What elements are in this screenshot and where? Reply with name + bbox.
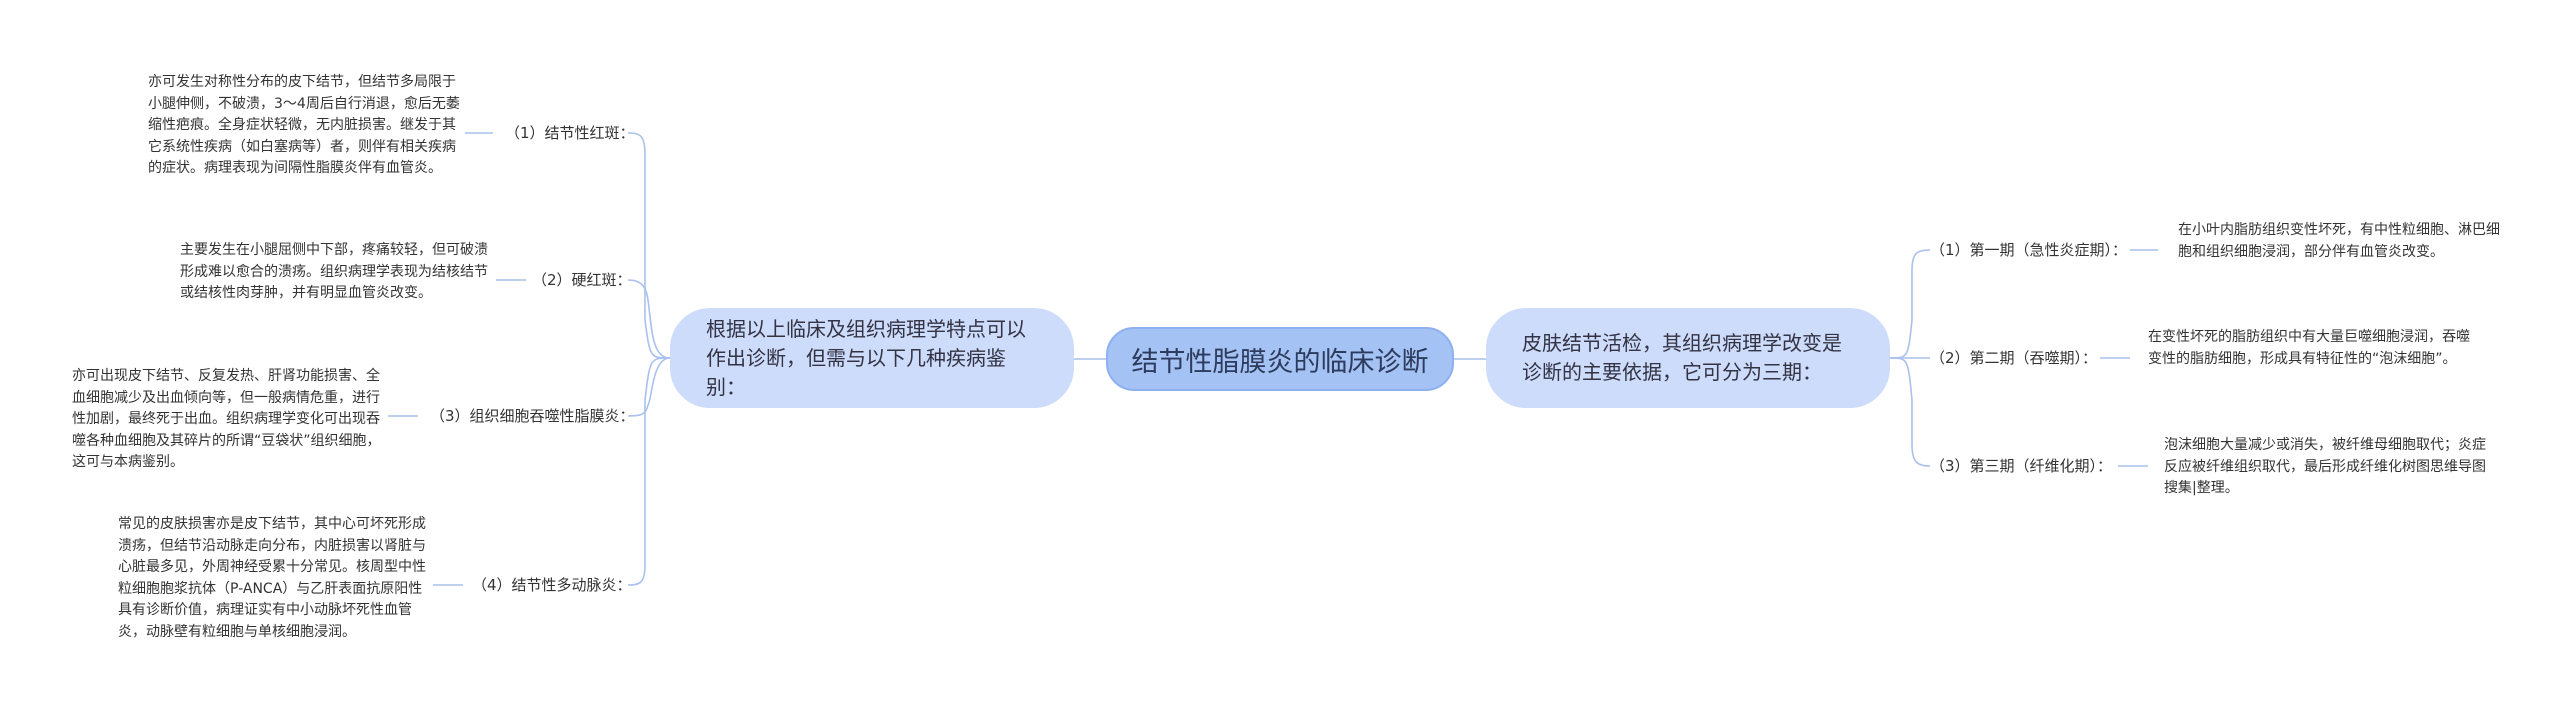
right-item-3-label[interactable]: （3）第三期（纤维化期）： [1930, 457, 2113, 475]
right-item-1-desc: 在小叶内脂肪组织变性坏死，有中性粒细胞、淋巴细胞和组织细胞浸润，部分伴有血管炎改… [2178, 222, 2500, 260]
left-item-2-label[interactable]: （2）硬红斑： [532, 271, 632, 289]
right-item-2-desc: 在变性坏死的脂肪组织中有大量巨噬细胞浸润，吞噬变性的脂肪细胞，形成具有特征性的“… [2148, 329, 2470, 367]
right-item-1-label[interactable]: （1）第一期（急性炎症期）： [1930, 241, 2128, 259]
left-item-2-desc: 主要发生在小腿屈侧中下部，疼痛较轻，但可破溃形成难以愈合的溃疡。组织病理学表现为… [180, 242, 488, 301]
right-item-3-desc: 泡沫细胞大量减少或消失，被纤维母细胞取代；炎症反应被纤维组织取代，最后形成纤维化… [2164, 437, 2486, 496]
left-item-1-label[interactable]: （1）结节性红斑： [505, 124, 635, 142]
left-item-4-desc: 常见的皮肤损害亦是皮下结节，其中心可坏死形成溃疡，但结节沿动脉走向分布，内脏损害… [118, 516, 426, 640]
central-topic[interactable]: 结节性脂膜炎的临床诊断 [1106, 327, 1454, 391]
left-item-1-desc: 亦可发生对称性分布的皮下结节，但结节多局限于小腿伸侧，不破溃，3～4周后自行消退… [148, 74, 460, 176]
branch-differential-diagnosis[interactable]: 根据以上临床及组织病理学特点可以作出诊断，但需与以下几种疾病鉴别： [670, 308, 1074, 408]
central-topic-title: 结节性脂膜炎的临床诊断 [1131, 346, 1429, 378]
branch-biopsy-stages-text: 皮肤结节活检，其组织病理学改变是诊断的主要依据，它可分为三期： [1522, 331, 1842, 384]
branch-biopsy-stages[interactable]: 皮肤结节活检，其组织病理学改变是诊断的主要依据，它可分为三期： [1486, 308, 1890, 408]
left-item-3-label[interactable]: （3）组织细胞吞噬性脂膜炎： [430, 407, 635, 425]
left-item-3-desc: 亦可出现皮下结节、反复发热、肝肾功能损害、全血细胞减少及出血倾向等，但一般病情危… [72, 368, 381, 470]
right-item-2-label[interactable]: （2）第二期（吞噬期）： [1930, 349, 2098, 367]
left-item-4-label[interactable]: （4）结节性多动脉炎： [472, 576, 632, 594]
branch-differential-diagnosis-text: 根据以上临床及组织病理学特点可以作出诊断，但需与以下几种疾病鉴别： [706, 316, 1026, 399]
